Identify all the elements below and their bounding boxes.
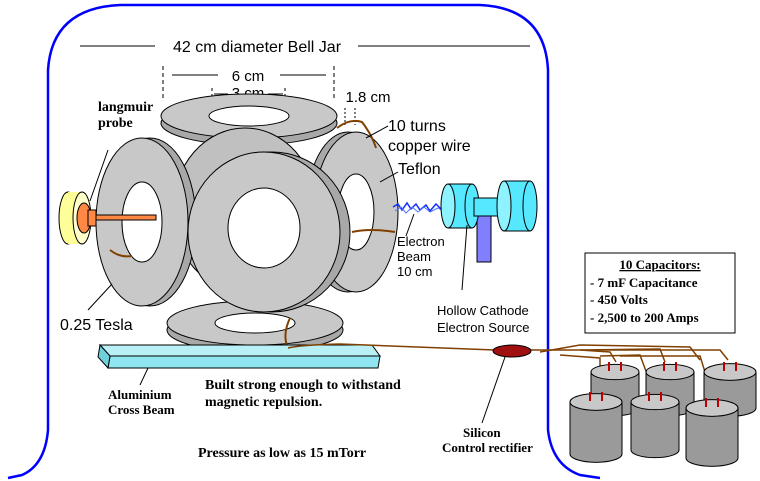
bell-jar-outline — [7, 3, 601, 480]
front-magnet-ring — [187, 151, 351, 313]
capacitor-box-item: - 450 Volts — [590, 292, 648, 307]
electron-beam-spark — [392, 201, 447, 214]
aluminium-label-line1: Aluminium — [108, 387, 172, 402]
capacitor-top — [645, 363, 695, 381]
beam-label-line2: Beam — [397, 249, 431, 264]
capacitor-body — [630, 401, 680, 459]
built-label-line2: magnetic repulsion. — [205, 395, 322, 410]
turns-label-line2: copper wire — [388, 138, 471, 155]
langmuir-label-line2: probe — [98, 116, 133, 131]
scr-label-line1: Silicon — [463, 425, 501, 440]
cathode-label-line1: Hollow Cathode — [437, 303, 529, 318]
capacitor-top — [569, 393, 623, 411]
capacitor-top — [590, 363, 640, 381]
dimension-markers — [162, 66, 356, 125]
capacitor-box-item: - 7 mF Capacitance — [590, 275, 698, 290]
tesla-label: 0.25 Tesla — [60, 317, 133, 334]
bell-jar-label: 42 cm diameter Bell Jar — [173, 39, 342, 56]
capacitor-info-box: 10 Capacitors: - 7 mF Capacitance - 450 … — [584, 252, 736, 334]
capacitor-box-title: 10 Capacitors: — [619, 257, 700, 272]
capacitor-bank — [569, 362, 757, 467]
built-label-line1: Built strong enough to withstand — [205, 378, 401, 393]
teflon-label: Teflon — [398, 161, 441, 178]
beam-label-line3: 10 cm — [397, 264, 432, 279]
cathode-label-line2: Electron Source — [437, 320, 530, 335]
bell-jar-dimension: 42 cm diameter Bell Jar — [80, 39, 530, 56]
capacitor-top — [685, 399, 739, 417]
turns-label-line1: 10 turns — [388, 118, 446, 135]
dim-1-8cm-label: 1.8 cm — [345, 89, 390, 106]
aluminium-label-line2: Cross Beam — [108, 402, 175, 417]
pressure-label: Pressure as low as 15 mTorr — [198, 446, 366, 461]
beam-label-line1: Electron — [397, 234, 445, 249]
top-magnet-ring — [160, 93, 338, 146]
bottom-magnet-ring — [166, 300, 344, 353]
scr-label-line2: Control rectifier — [442, 440, 533, 455]
dim-6cm-label: 6 cm — [232, 68, 265, 85]
capacitor-body — [569, 401, 623, 463]
scr-component — [492, 344, 532, 358]
capacitor-body — [685, 407, 739, 467]
capacitor-top — [703, 363, 757, 381]
aluminium-cross-beam — [97, 343, 381, 370]
langmuir-probe — [58, 191, 157, 245]
left-magnet-ring — [95, 137, 197, 307]
hollow-cathode-source — [440, 180, 538, 263]
langmuir-label-line1: langmuir — [98, 100, 153, 115]
capacitor-box-item: - 2,500 to 200 Amps — [590, 310, 699, 325]
capacitor-top — [630, 393, 680, 411]
